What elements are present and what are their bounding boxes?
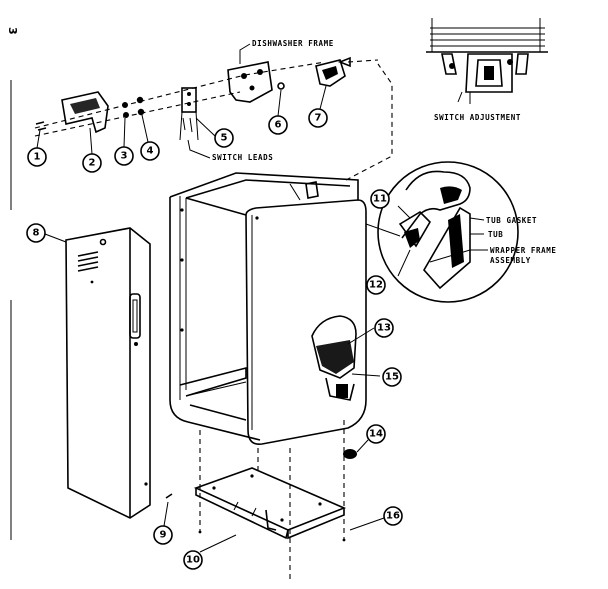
svg-text:1: 1 [34,152,41,163]
svg-text:9: 9 [160,530,167,541]
svg-text:11: 11 [373,194,387,205]
switch-adjustment-inset [426,18,548,104]
panel-vent-marks [77,251,99,272]
label-wrapper-assembly: ASSEMBLY [490,256,531,265]
svg-text:3: 3 [121,151,128,162]
page-mark: 3 [6,27,19,35]
label-tub-gasket: TUB GASKET [486,216,537,225]
label-switch-adjustment: SWITCH ADJUSTMENT [434,113,521,122]
callout-15: 15 [382,367,402,387]
svg-text:14: 14 [369,429,383,440]
callout-10: 10 [183,550,203,570]
svg-text:12: 12 [369,280,383,291]
tub-wrapper [169,63,401,446]
callout-16: 16 [383,506,403,526]
svg-text:15: 15 [385,372,399,383]
callout-12: 12 [366,275,386,295]
svg-text:2: 2 [89,158,96,169]
callout-3: 3 [114,146,134,166]
svg-text:8: 8 [33,228,40,239]
pump-bracket [311,315,381,401]
callout-13: 13 [374,318,394,338]
callout-4: 4 [140,141,160,161]
callout-14: 14 [366,424,386,444]
svg-text:6: 6 [275,120,282,131]
switch-assembly [34,56,379,141]
callout-11: 11 [370,189,390,209]
svg-text:10: 10 [186,555,200,566]
label-tub: TUB [488,230,503,239]
svg-text:4: 4 [147,146,154,157]
tub-gasket-inset [377,161,519,303]
label-dishwasher-frame: DISHWASHER FRAME [252,39,334,48]
svg-text:13: 13 [377,323,391,334]
svg-text:5: 5 [221,133,228,144]
callout-6: 6 [268,115,288,135]
callout-7: 7 [308,108,328,128]
callout-5: 5 [214,128,234,148]
callout-8: 8 [26,223,46,243]
label-wrapper-frame: WRAPPER FRAME [490,246,557,255]
svg-text:7: 7 [315,113,322,124]
callout-2: 2 [82,153,102,173]
callout-9: 9 [153,525,173,545]
callout-1: 1 [27,147,47,167]
label-switch-leads: SWITCH LEADS [212,153,273,162]
svg-text:16: 16 [386,511,400,522]
leveling-foot [343,439,369,459]
side-panel [65,227,173,527]
base-plate [193,420,347,580]
